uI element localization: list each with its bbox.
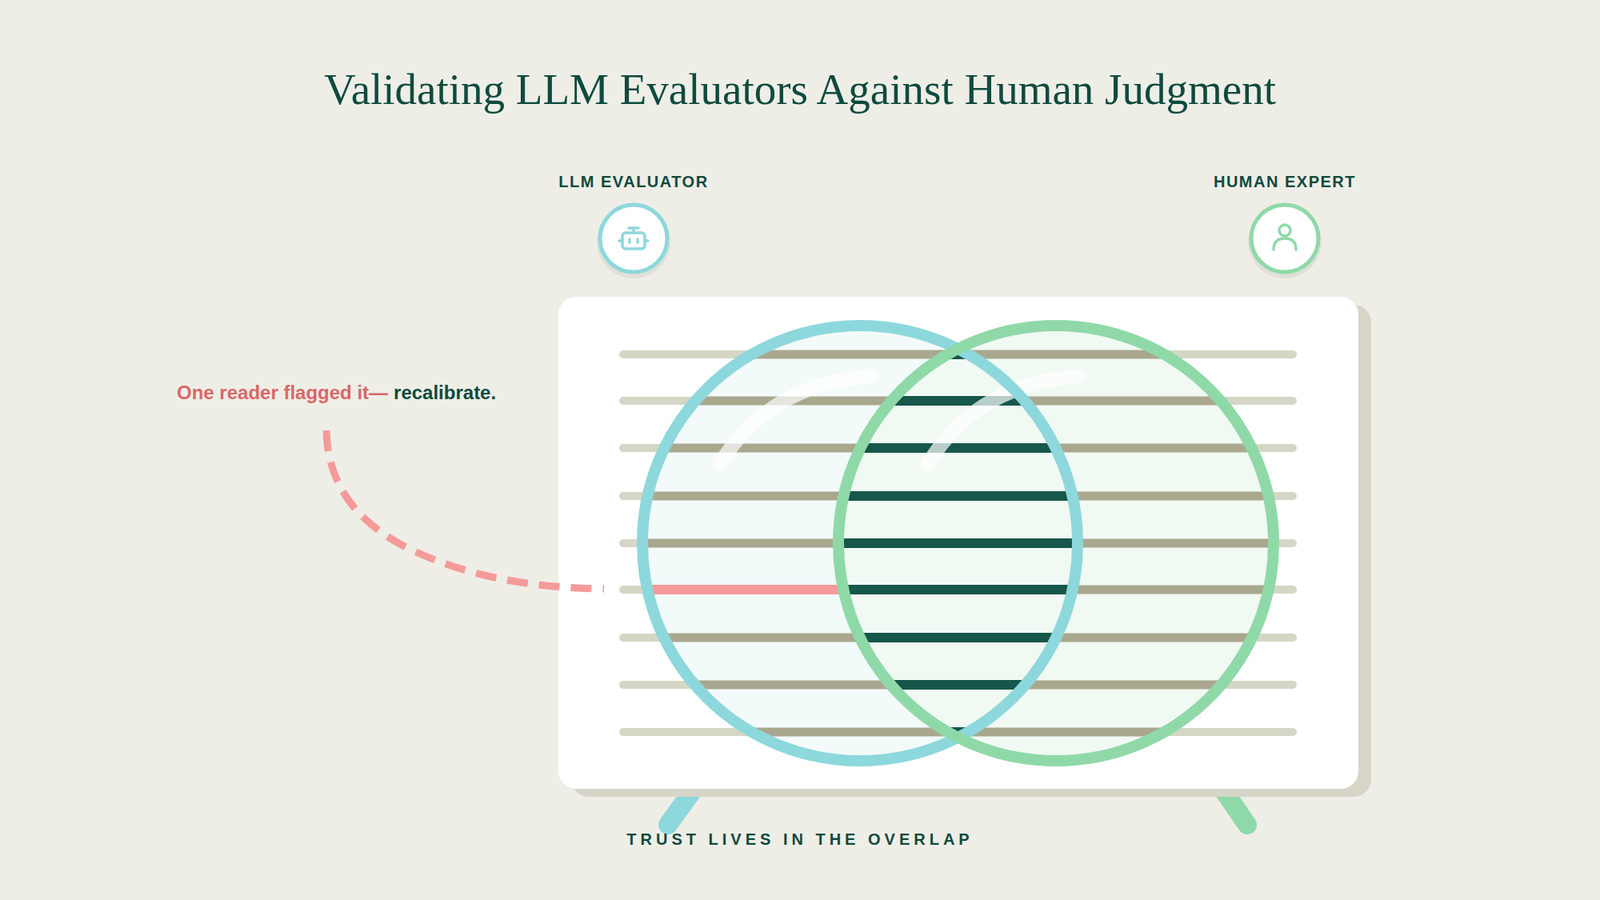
magnified-rows <box>623 354 1293 732</box>
diagram-caption: TRUST LIVES IN THE OVERLAP <box>0 830 1600 849</box>
callout-note: One reader flagged it—recalibrate. <box>176 381 496 404</box>
text-rows <box>623 354 1293 732</box>
expert-lens <box>838 325 1274 761</box>
person-symbol <box>1273 224 1296 250</box>
evaluator-lens <box>642 325 1078 761</box>
flagged-row <box>652 584 840 595</box>
icon-circle <box>600 204 668 272</box>
robot-symbol <box>619 228 648 249</box>
icon-shadow <box>596 204 671 279</box>
icon-circle <box>1251 204 1319 272</box>
actor-label: HUMAN EXPERT <box>1188 172 1381 192</box>
icon-shadow <box>1248 204 1322 279</box>
actor-node: HUMAN EXPERT <box>1188 172 1381 285</box>
document-card <box>558 296 1359 789</box>
magnified-rows <box>623 354 1293 732</box>
overlap-rows <box>623 354 1293 732</box>
diagram-title: Validating LLM Evaluators Against Human … <box>0 64 1600 115</box>
lens-glare <box>720 376 872 464</box>
actor-label: LLM EVALUATOR <box>537 172 730 192</box>
callout-text: recalibrate. <box>393 381 496 404</box>
callout-text: One reader flagged it— <box>176 381 388 404</box>
actor-node: LLM EVALUATOR <box>537 172 730 285</box>
leader-line <box>326 430 604 589</box>
